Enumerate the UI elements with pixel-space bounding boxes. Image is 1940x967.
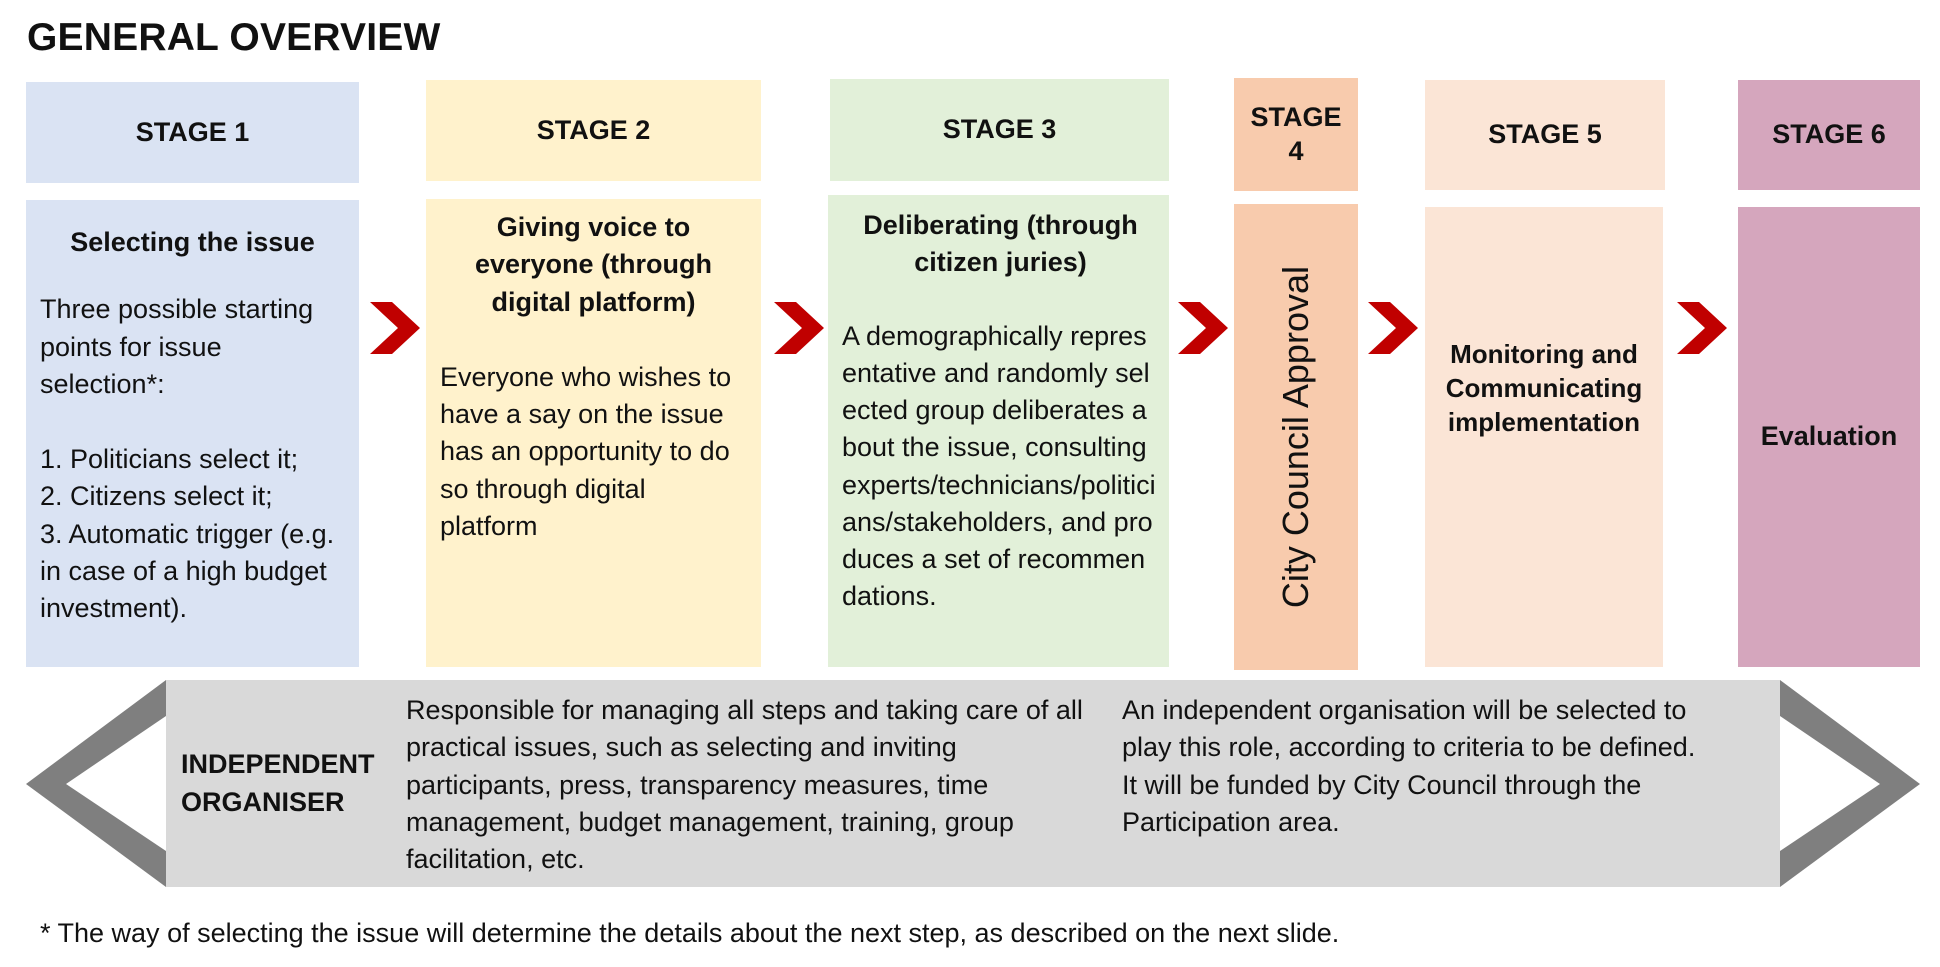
stage-1-option-1: 1. Politicians select it; — [40, 444, 299, 474]
stage-1-option-3: 3. Automatic trigger (e.g. in case of a … — [40, 518, 335, 624]
stage-6-header: STAGE 6 — [1738, 80, 1920, 190]
stage-3-box: Deliberating (through citizen juries) A … — [828, 195, 1169, 667]
stage-3-title: Deliberating (through citizen juries) — [863, 210, 1138, 278]
stage-2-box: Giving voice to everyone (through digita… — [426, 199, 761, 667]
stage-4-box: City Council Approval — [1234, 204, 1358, 670]
stage-4-title: City Council Approval — [1275, 265, 1316, 609]
stage-1-box: Selecting the issue Three possible start… — [26, 200, 359, 667]
arrow-3-4-icon — [1178, 302, 1228, 354]
stage-3-text: A demographically representative and ran… — [842, 320, 1156, 612]
arrow-2-3-icon — [774, 302, 824, 354]
organiser-label: INDEPENDENT ORGANISER — [181, 749, 375, 817]
stage-4-header: STAGE 4 — [1234, 78, 1358, 191]
stage-5-title: Monitoring and Communicating implementat… — [1445, 339, 1643, 437]
stage-6-box: Evaluation — [1738, 207, 1920, 667]
arrow-5-6-icon — [1677, 302, 1727, 354]
page-title: GENERAL OVERVIEW — [27, 16, 441, 59]
organiser-double-arrow-icon — [26, 680, 1920, 887]
stage-5-header: STAGE 5 — [1425, 80, 1665, 190]
stage-1-header: STAGE 1 — [26, 82, 359, 183]
stage-1-intro: Three possible starting points for issue… — [40, 294, 314, 399]
stage-6-title: Evaluation — [1760, 421, 1898, 452]
stage-5-box: Monitoring and Communicating implementat… — [1425, 207, 1663, 667]
arrow-1-2-icon — [370, 302, 420, 354]
stage-2-title: Giving voice to everyone (through digita… — [474, 212, 713, 317]
stage-1-option-2: 2. Citizens select it; — [40, 481, 273, 512]
stage-2-text: Everyone who wishes to have a say on the… — [440, 361, 732, 541]
organiser-funding: An independent organisation will be sele… — [1122, 695, 1696, 837]
arrow-4-5-icon — [1368, 302, 1418, 354]
stage-3-header: STAGE 3 — [830, 79, 1169, 181]
footnote: * The way of selecting the issue will de… — [40, 918, 1340, 948]
organiser-band — [166, 680, 1780, 887]
stage-1-title: Selecting the issue — [70, 227, 315, 257]
organiser-responsibilities: Responsible for managing all steps and t… — [406, 695, 1083, 874]
stage-2-header: STAGE 2 — [426, 80, 761, 181]
